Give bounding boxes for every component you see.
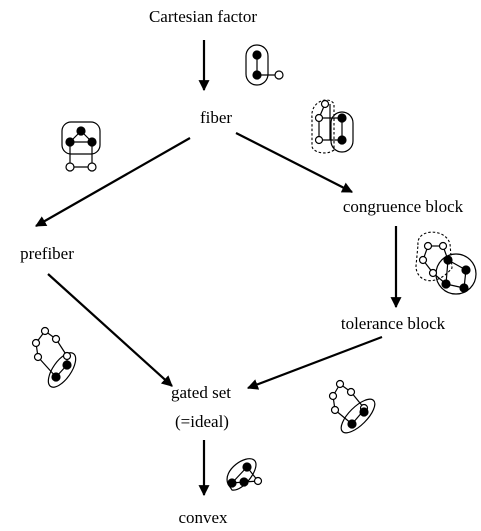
node-fiber: fiber [200,108,232,127]
prefiber-graph-icon [31,326,77,388]
node-congruence-block: congruence block [343,197,464,216]
arrow-tolerance-to-gated [246,335,383,390]
arrow-prefiber-to-gated [47,273,173,387]
node-cartesian-factor: Cartesian factor [149,7,257,26]
node-tolerance-block: tolerance block [341,314,446,333]
congruence-graph-icon [311,99,354,154]
node-convex: convex [178,508,228,527]
gated-set-graph-icon [328,379,376,434]
cartesian-factor-graph-icon [245,44,284,86]
node-gated-set: gated set [171,383,231,402]
arrow-fiber-to-congruence [235,132,353,193]
node-gated-set-ideal: (=ideal) [175,412,229,431]
node-prefiber: prefiber [20,244,74,263]
convex-graph-icon [226,458,263,491]
fiber-graph-icon [61,121,101,172]
tolerance-graph-icon [415,231,477,295]
arrow-fiber-to-prefiber [35,137,191,227]
